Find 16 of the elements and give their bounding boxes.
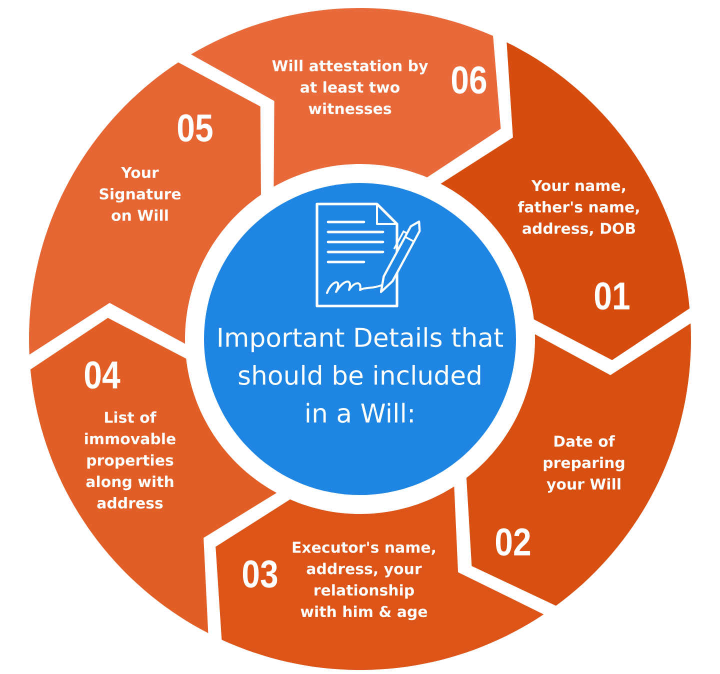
arrow-segment [440, 42, 690, 360]
heading-text: Important Details that should be included in a Will: [218, 327, 504, 423]
step-text: Will attestation by at least two witnesses [272, 60, 428, 114]
step-number: 03 [242, 560, 278, 588]
step-text: Executor's name, address, your relationship with him & age [292, 542, 435, 620]
step-text: List of immovable properties along with address [85, 411, 176, 509]
step-number: 05 [178, 114, 212, 142]
step-number: 06 [452, 66, 486, 94]
step-text: Your name, father's name, address, DOB [518, 180, 639, 236]
step-number: 02 [496, 528, 530, 556]
step-text: Your Signature on Will [100, 167, 181, 221]
step-text: Date of preparing your Will [544, 435, 624, 493]
step-number: 01 [594, 282, 630, 310]
center-circle [204, 183, 516, 495]
arrow-segment [216, 486, 544, 670]
step-number: 04 [84, 361, 120, 389]
